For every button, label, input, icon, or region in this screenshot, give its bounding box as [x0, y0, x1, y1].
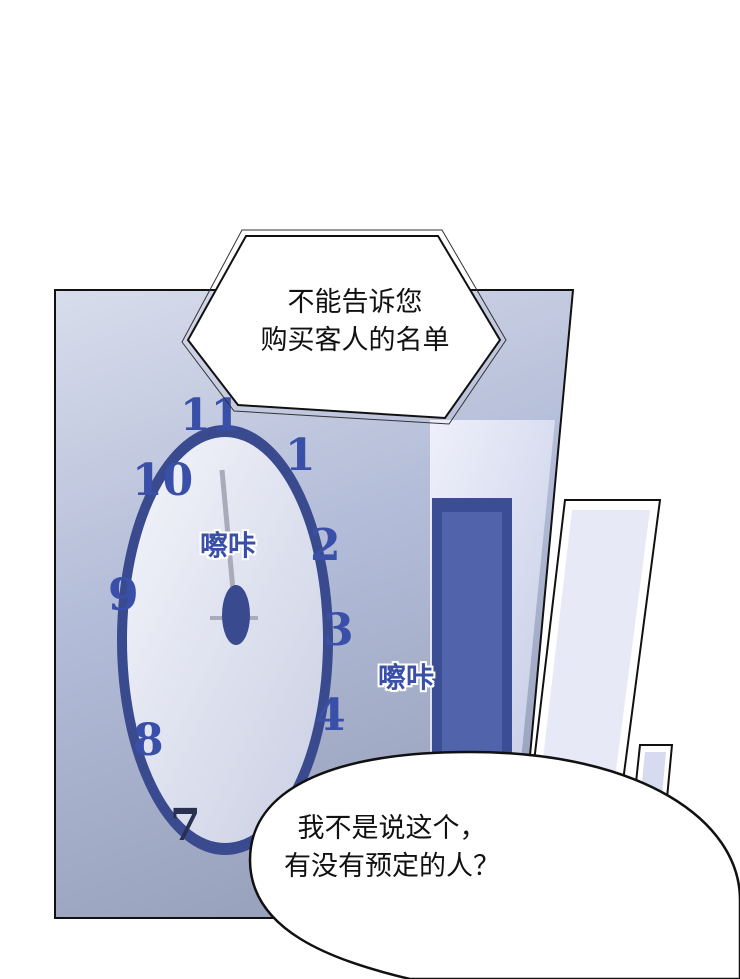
sound-effect: 嚓咔: [378, 661, 435, 694]
clock-face: [127, 437, 323, 843]
narration-line: 购买客人的名单: [260, 325, 450, 356]
svg-text:7: 7: [170, 800, 201, 851]
speech-bubble: 我不是说这个， 有没有预定的人？: [262, 810, 522, 886]
svg-text:11: 11: [180, 390, 241, 441]
speech-line: 有没有预定的人？: [284, 851, 500, 882]
svg-text:2: 2: [310, 520, 341, 571]
speech-line: 我不是说这个，: [297, 813, 487, 844]
svg-text:3: 3: [323, 605, 354, 656]
svg-text:9: 9: [108, 570, 139, 621]
sound-effect: 嚓咔: [200, 529, 257, 562]
narration-bubble: 不能告诉您 购买客人的名单: [240, 284, 470, 360]
svg-text:8: 8: [133, 715, 164, 766]
svg-text:4: 4: [315, 690, 346, 741]
speech-bubble-shape: [248, 750, 740, 979]
clock-numerals: 11 10 1 2 9 3 8 4 7: [108, 390, 354, 851]
svg-text:1: 1: [285, 430, 316, 481]
narration-line: 不能告诉您: [287, 287, 423, 318]
svg-text:10: 10: [132, 455, 193, 506]
narration-bubble-shape: [186, 235, 502, 420]
clock-center: [222, 585, 250, 645]
